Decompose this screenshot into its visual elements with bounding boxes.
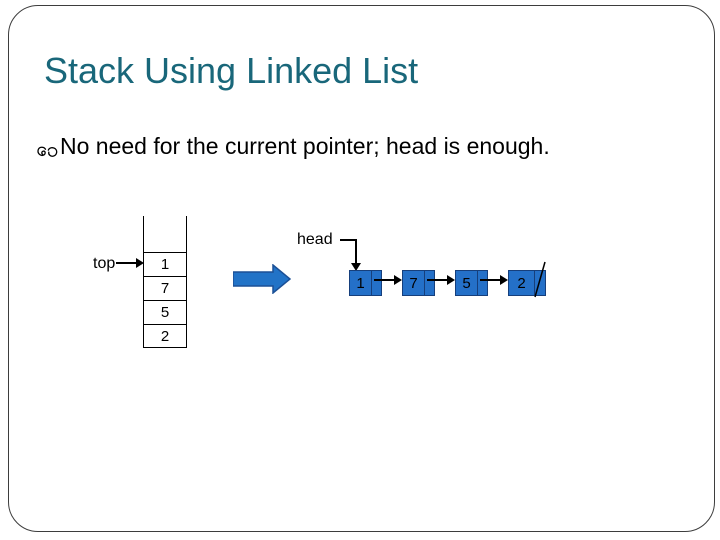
node-value: 1 — [356, 275, 365, 292]
next-pointer-arrow — [427, 279, 447, 281]
next-pointer-arrowhead-icon — [500, 275, 508, 285]
top-pointer-arrowhead-icon — [136, 258, 144, 268]
top-pointer-arrow — [116, 262, 137, 264]
next-pointer-arrowhead-icon — [447, 275, 455, 285]
next-pointer-arrow — [480, 279, 500, 281]
node-divider — [534, 271, 535, 295]
next-pointer-arrowhead-icon — [394, 275, 402, 285]
list-node: 5 — [455, 270, 488, 296]
next-pointer-arrow — [374, 279, 394, 281]
stack-cell: 2 — [144, 324, 186, 348]
head-pointer-arrowhead-icon — [351, 263, 361, 271]
list-node: 7 — [402, 270, 435, 296]
head-pointer-arrow — [355, 239, 357, 264]
stack-cell: 1 — [144, 252, 186, 276]
node-divider — [424, 271, 425, 295]
stack-cell: 7 — [144, 276, 186, 300]
node-value: 2 — [517, 275, 526, 292]
null-slash-icon — [534, 261, 546, 298]
node-divider — [371, 271, 372, 295]
node-value: 5 — [462, 275, 471, 292]
slide-title: Stack Using Linked List — [44, 50, 419, 91]
bullet-icon — [36, 141, 59, 158]
bullet-text: No need for the current pointer; head is… — [60, 133, 550, 159]
right-block-arrow-icon — [233, 264, 291, 294]
bullet-item: No need for the current pointer; head is… — [36, 133, 550, 160]
slide-border — [8, 5, 715, 532]
node-value: 7 — [409, 275, 418, 292]
list-node: 1 — [349, 270, 382, 296]
stack-diagram: 1 7 5 2 — [143, 216, 187, 348]
list-head-label: head — [297, 231, 333, 248]
stack-cell: 5 — [144, 300, 186, 324]
head-pointer-arrow — [340, 239, 357, 241]
stack-top-label: top — [93, 255, 116, 272]
node-divider — [477, 271, 478, 295]
